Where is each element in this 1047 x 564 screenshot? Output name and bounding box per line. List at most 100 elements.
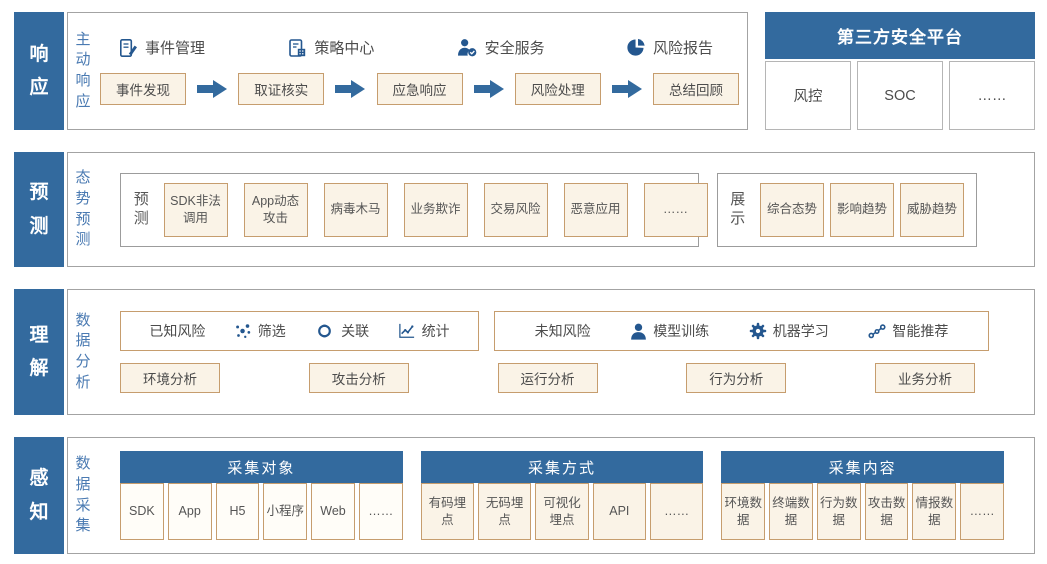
response-content: 事件管理 策略中心 (98, 13, 747, 129)
analysis-sublabel: 数据分析 (75, 311, 91, 391)
feature-label: 策略中心 (314, 40, 375, 57)
feature-risk-report: 风险报告 (627, 37, 713, 58)
analysis-box: 运行分析 (497, 363, 598, 393)
response-sublabel: 主动响应 (75, 30, 91, 110)
prediction-items: SDK非法调用 App动态攻击 病毒木马 业务欺诈 交易风险 恶意应用 …… (163, 182, 708, 237)
analysis-box: 环境分析 (120, 363, 220, 393)
collect-cell: App (167, 483, 212, 540)
known-risk-toolbar: 已知风险 筛选 (120, 311, 479, 351)
collect-cell: 可视化埋点 (535, 483, 589, 540)
analysis-box: 行为分析 (686, 363, 787, 393)
prediction-sublabel: 态势预测 (75, 169, 91, 249)
collect-cell: 攻击数据 (864, 483, 909, 540)
flow-arrow-icon (611, 80, 642, 98)
third-party-cell: SOC (857, 61, 943, 130)
flow-step: 取证核实 (238, 73, 325, 105)
flow-step: 事件发现 (100, 73, 186, 105)
display-items: 综合态势 影响趋势 威胁趋势 (760, 182, 964, 237)
analysis-content: 已知风险 筛选 (98, 290, 1034, 414)
tool-model-training: 模型训练 (630, 321, 709, 341)
tier-understanding: 理解 数据分析 已知风险 筛选 (14, 289, 1035, 415)
feature-label: 风险报告 (652, 40, 713, 57)
collect-cell: 终端数据 (769, 483, 813, 540)
tool-label: 统计 (421, 323, 450, 339)
tier-label-response: 响应 (14, 12, 64, 130)
tier-label-understanding: 理解 (14, 289, 64, 415)
third-party-cell: …… (949, 61, 1035, 130)
tool-label: 关联 (341, 323, 370, 339)
feature-label: 安全服务 (484, 40, 545, 57)
third-party-cells: 风控 SOC …… (765, 61, 1035, 130)
collect-cell: 小程序 (263, 483, 308, 540)
feature-event-management: 事件管理 (118, 37, 205, 58)
prediction-item: 业务欺诈 (403, 182, 468, 237)
response-flow: 事件发现 取证核实 应急响应 风险处理 总结回顾 (100, 73, 739, 105)
prediction-item: 交易风险 (483, 182, 548, 237)
analysis-boxes: 环境分析 攻击分析 运行分析 行为分析 业务分析 (120, 363, 989, 393)
tool-label: 智能推荐 (892, 323, 949, 339)
third-party-panel: 第三方安全平台 风控 SOC …… (765, 12, 1035, 130)
prediction-panel: 态势预测 预测 SDK非法调用 App动态攻击 病毒木马 业务欺诈 交易风险 恶… (67, 152, 1035, 267)
collect-target-title: 采集对象 (120, 451, 403, 483)
flow-arrow-icon (473, 80, 504, 98)
tier-label-text: 响应 (29, 43, 49, 98)
tool-label: 筛选 (257, 323, 286, 339)
third-party-cell: 风控 (765, 61, 851, 130)
tier-label-prediction: 预测 (14, 152, 64, 267)
collect-cell: Web (311, 483, 355, 540)
analysis-box: 业务分析 (875, 363, 975, 393)
collect-content-group: 采集内容 环境数据 终端数据 行为数据 攻击数据 情报数据 …… (721, 451, 1005, 540)
tier-label-text: 理解 (29, 324, 49, 379)
event-management-icon (118, 38, 138, 58)
correlation-icon (314, 324, 335, 338)
response-panel: 主动响应 事件管理 (67, 12, 748, 130)
prediction-group: 预测 SDK非法调用 App动态攻击 病毒木马 业务欺诈 交易风险 恶意应用 …… (120, 172, 708, 247)
response-features: 事件管理 策略中心 (100, 37, 739, 58)
flow-step: 总结回顾 (653, 73, 739, 105)
display-item: 威胁趋势 (900, 182, 964, 237)
tier-response: 响应 主动响应 事件管理 (14, 12, 1035, 130)
prediction-group-label: 预测 (133, 190, 149, 227)
security-service-icon (457, 38, 478, 57)
tier-prediction: 预测 态势预测 预测 SDK非法调用 App动态攻击 病毒木马 业务欺诈 交易风… (14, 152, 1035, 267)
collect-cell-more: …… (358, 483, 403, 540)
display-item: 影响趋势 (830, 182, 894, 237)
smart-recommend-icon (868, 323, 886, 339)
display-group-label: 展示 (730, 190, 746, 227)
analysis-panel: 数据分析 已知风险 筛选 (67, 289, 1035, 415)
display-group: 展示 综合态势 影响趋势 威胁趋势 (716, 172, 977, 247)
prediction-item: SDK非法调用 (163, 182, 228, 237)
model-training-icon (630, 323, 647, 340)
collect-cell: H5 (215, 483, 260, 540)
filter-cluster-icon (234, 322, 252, 340)
tier-label-perception: 感知 (14, 437, 64, 554)
tier-label-text: 感知 (29, 468, 49, 523)
statistics-icon (398, 323, 416, 339)
tier-label-text: 预测 (29, 182, 49, 237)
collect-cell-more: …… (649, 483, 704, 540)
policy-center-icon (287, 38, 307, 58)
tier-perception: 感知 数据采集 采集对象 SDK App H5 小程序 Web …… (14, 437, 1035, 554)
collect-method-title: 采集方式 (420, 451, 704, 483)
prediction-item: App动态攻击 (243, 182, 308, 237)
analysis-toolbars: 已知风险 筛选 (120, 311, 989, 351)
flow-step: 应急响应 (376, 73, 463, 105)
collect-cell: 行为数据 (816, 483, 861, 540)
third-party-title: 第三方安全平台 (765, 12, 1035, 59)
collect-cell-more: …… (960, 483, 1005, 540)
display-item: 综合态势 (760, 182, 824, 237)
collect-cell: SDK (120, 483, 164, 540)
prediction-item-more: …… (643, 182, 708, 237)
collect-cell: 有码埋点 (420, 483, 474, 540)
tool-filter: 筛选 (234, 321, 286, 341)
known-risk-title: 已知风险 (149, 323, 206, 339)
prediction-item: 病毒木马 (323, 182, 388, 237)
tool-machine-learning: 机器学习 (749, 321, 829, 341)
collect-target-cells: SDK App H5 小程序 Web …… (120, 483, 403, 540)
prediction-content: 预测 SDK非法调用 App动态攻击 病毒木马 业务欺诈 交易风险 恶意应用 …… (98, 153, 1034, 266)
flow-step: 风险处理 (514, 73, 601, 105)
collect-method-group: 采集方式 有码埋点 无码埋点 可视化埋点 API …… (420, 451, 704, 540)
collection-panel: 数据采集 采集对象 SDK App H5 小程序 Web …… 采集方式 (67, 437, 1035, 554)
unknown-risk-title: 未知风险 (534, 323, 591, 339)
